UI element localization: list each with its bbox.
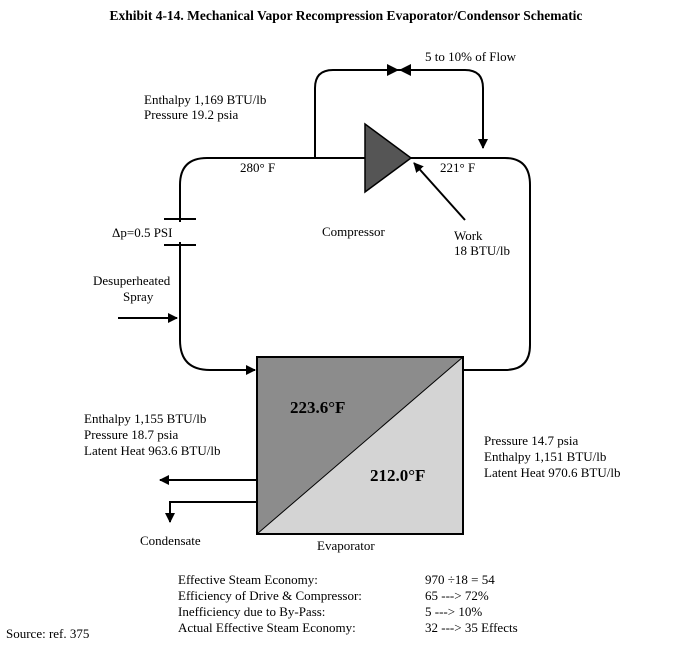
inlet-pressure: Pressure 19.2 psia	[144, 107, 238, 122]
diagram-title: Exhibit 4-14. Mechanical Vapor Recompres…	[110, 8, 583, 23]
right-latent: Latent Heat 970.6 BTU/lb	[484, 465, 620, 480]
bypass-line	[314, 69, 484, 158]
evaporator-label: Evaporator	[317, 538, 375, 553]
summary-value: 970 ÷18 = 54	[425, 572, 495, 587]
spray-label-1: Desuperheated	[93, 273, 171, 288]
summary-value: 5 ---> 10%	[425, 604, 482, 619]
evap-cold-temp: 212.0°F	[370, 466, 425, 485]
condensate-line	[165, 501, 257, 523]
left-latent: Latent Heat 963.6 BTU/lb	[84, 443, 220, 458]
spray-label-2: Spray	[123, 289, 154, 304]
compressor-icon	[364, 122, 413, 194]
summary-value: 65 ---> 72%	[425, 588, 489, 603]
work-label: Work	[454, 228, 483, 243]
evap-hot-temp: 223.6°F	[290, 398, 345, 417]
orifice-gap	[176, 222, 184, 242]
summary-label: Actual Effective Steam Economy:	[178, 620, 356, 635]
summary-label: Efficiency of Drive & Compressor:	[178, 588, 362, 603]
right-enthalpy: Enthalpy 1,151 BTU/lb	[484, 449, 606, 464]
evaporator-block	[256, 356, 464, 535]
compressor-label: Compressor	[322, 224, 386, 239]
work-arrow	[413, 162, 466, 221]
bypass-valve-icon	[387, 64, 411, 76]
vapor-loop-right	[405, 157, 531, 371]
source-note: Source: ref. 375	[6, 626, 89, 641]
right-pressure: Pressure 14.7 psia	[484, 433, 578, 448]
vapor-loop-left	[179, 157, 365, 371]
bypass-label: 5 to 10% of Flow	[425, 49, 517, 64]
condensate-label: Condensate	[140, 533, 201, 548]
summary-label: Effective Steam Economy:	[178, 572, 318, 587]
summary-value: 32 ---> 35 Effects	[425, 620, 518, 635]
summary-table: Effective Steam Economy: 970 ÷18 = 54 Ef…	[178, 572, 518, 635]
work-value: 18 BTU/lb	[454, 243, 510, 258]
inlet-enthalpy: Enthalpy 1,169 BTU/lb	[144, 92, 266, 107]
summary-label: Inefficiency due to By-Pass:	[178, 604, 325, 619]
left-enthalpy: Enthalpy 1,155 BTU/lb	[84, 411, 206, 426]
pressure-drop-label: Δp=0.5 PSI	[112, 225, 172, 240]
temp-221: 221° F	[440, 160, 475, 175]
temp-280: 280° F	[240, 160, 275, 175]
left-pressure: Pressure 18.7 psia	[84, 427, 178, 442]
